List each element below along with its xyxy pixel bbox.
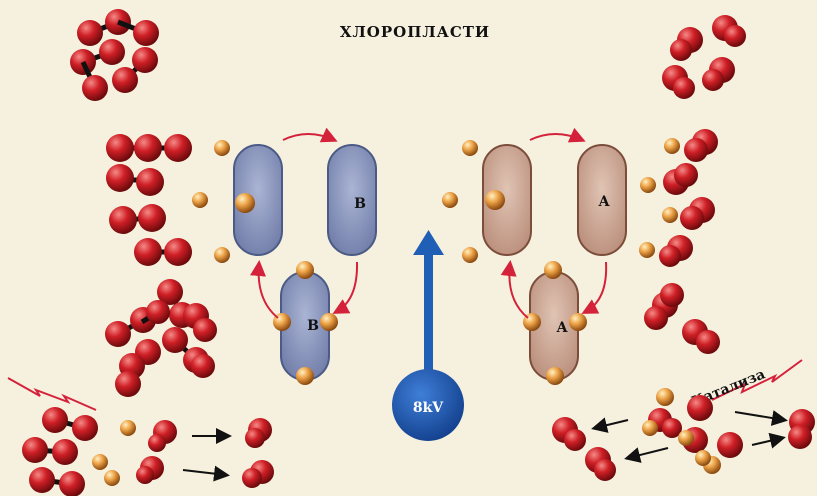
capsule-label-b-bottom: B: [307, 318, 319, 334]
molecule: [642, 408, 682, 438]
molecule: [109, 204, 166, 234]
capsule-label-b: B: [354, 196, 366, 212]
molecule: [106, 164, 164, 196]
molecule: [695, 450, 721, 474]
molecule: [148, 420, 177, 452]
molecule: [29, 467, 120, 496]
molecule: [639, 235, 693, 267]
reaction-arrows-bottom-left: [183, 436, 228, 475]
molecule: [702, 57, 735, 91]
molecule-column-right: [639, 129, 718, 267]
molecule-cluster-bottom-right: [642, 388, 743, 474]
molecule: [662, 65, 695, 99]
molecule-cluster-bottom-left: [22, 407, 177, 496]
molecule: [134, 238, 192, 266]
molecule-column-left: [106, 134, 192, 266]
capsule-blue-right: B: [328, 145, 376, 255]
voltage-disk: 8kV: [392, 369, 464, 441]
molecule: [22, 437, 108, 470]
molecule: [70, 39, 125, 75]
molecule: [183, 303, 217, 342]
molecule-cluster-top-right: [662, 15, 746, 99]
capsule-label-a-bottom: A: [556, 320, 569, 336]
molecule-cluster-right-middle: [644, 283, 720, 354]
molecule: [712, 15, 746, 47]
molecule: [640, 163, 698, 195]
molecule: [644, 283, 684, 330]
molecule: [106, 134, 192, 162]
molecule: [662, 197, 715, 230]
capsule-brown-right: A: [578, 145, 626, 255]
molecule: [77, 9, 131, 46]
molecule: [682, 319, 720, 354]
voltage-label: 8kV: [413, 400, 444, 416]
field-arrow: [413, 230, 444, 380]
molecule-cluster-top-left: [70, 9, 159, 101]
molecule: [82, 62, 108, 101]
molecule: [42, 407, 136, 441]
lightning-icon-left: [8, 378, 96, 410]
products-bottom-left: [242, 418, 274, 488]
molecule: [664, 129, 718, 162]
molecule: [136, 456, 164, 484]
molecule: [670, 27, 703, 61]
diagram-title: ХЛОРОПЛАСТИ: [340, 23, 490, 41]
molecule: [678, 427, 743, 458]
capsule-label-a: A: [598, 194, 611, 210]
molecule: [142, 300, 170, 324]
molecule-cluster-left-middle: [105, 279, 217, 397]
